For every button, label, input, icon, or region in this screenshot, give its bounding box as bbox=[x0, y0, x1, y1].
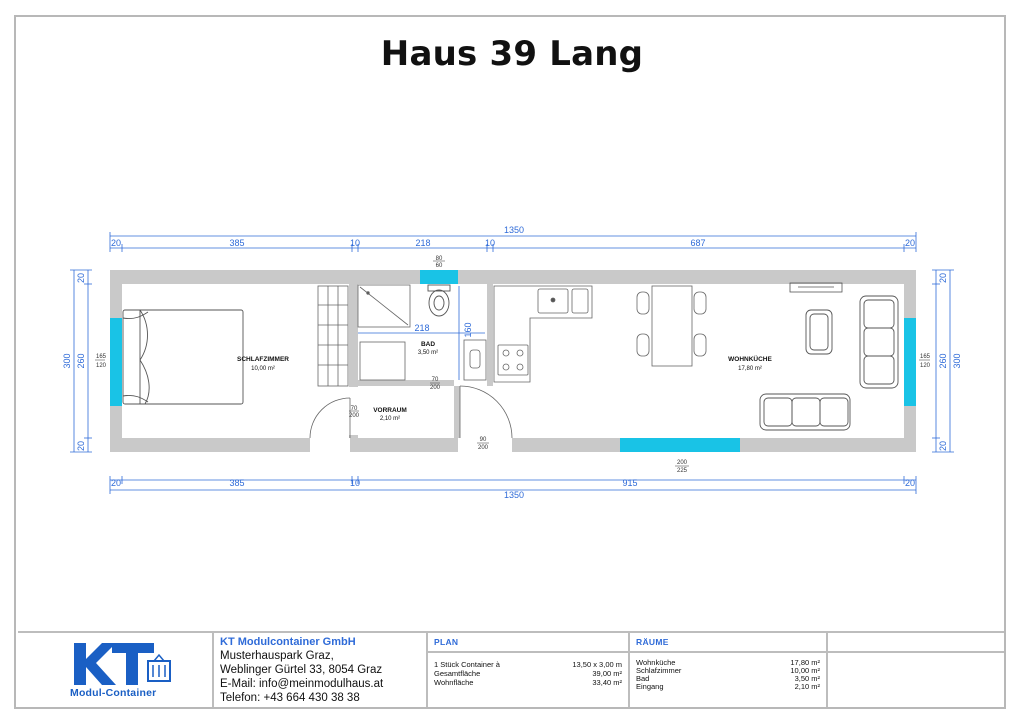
dining-set bbox=[636, 285, 707, 367]
top-dim-bedroom: 385 bbox=[229, 238, 244, 248]
room-name-vorraum: VORRAUM bbox=[373, 407, 407, 414]
sheet-frame bbox=[14, 15, 1006, 709]
vorraum-door-width: 70 bbox=[351, 406, 358, 412]
left-wall-bottom: 20 bbox=[76, 441, 86, 451]
window-patio bbox=[620, 438, 740, 452]
door-swings bbox=[309, 385, 513, 439]
right-wall-bottom: 20 bbox=[938, 441, 948, 451]
bath-dimension-lines bbox=[358, 286, 485, 380]
entrance-door-width: 90 bbox=[480, 437, 487, 443]
right-inner-dimension: 260 bbox=[938, 353, 948, 368]
page-title: Haus 39 Lang bbox=[380, 34, 644, 74]
window-bath bbox=[420, 270, 458, 284]
plan-heading: PLAN bbox=[434, 637, 459, 647]
bottom-dim-bedroom: 385 bbox=[229, 478, 244, 488]
top-dim-living: 687 bbox=[690, 238, 705, 248]
left-inner-dimension: 260 bbox=[76, 353, 86, 368]
left-window-width: 165 bbox=[96, 354, 107, 360]
left-window-height: 120 bbox=[96, 363, 107, 369]
title-block: Modul-Container KT Modulcontainer GmbH M… bbox=[18, 631, 1004, 707]
bottom-dimension-lines bbox=[109, 476, 917, 494]
right-dimension-lines bbox=[932, 269, 954, 453]
toilet bbox=[427, 284, 451, 317]
window-right bbox=[904, 318, 916, 406]
bottom-dim-wall-left: 20 bbox=[111, 478, 121, 488]
empty-cell bbox=[828, 633, 1004, 707]
bottom-dim-wall-right: 20 bbox=[905, 478, 915, 488]
room-area-bad: 3,50 m² bbox=[418, 350, 438, 356]
room-area-wohnkueche: 17,80 m² bbox=[738, 366, 762, 372]
bottom-dim-living: 915 bbox=[622, 478, 637, 488]
entrance-door-height: 200 bbox=[478, 445, 489, 451]
window-left bbox=[110, 318, 122, 406]
bottom-dim-wall: 10 bbox=[350, 478, 360, 488]
patio-window-width: 200 bbox=[677, 460, 688, 466]
bath-vanity bbox=[359, 339, 487, 381]
bath-width-dimension: 218 bbox=[414, 323, 429, 333]
walls bbox=[110, 270, 916, 452]
bed bbox=[122, 309, 244, 405]
room-area-vorraum: 2,10 m² bbox=[380, 416, 400, 422]
top-total-dimension: 1350 bbox=[504, 225, 524, 235]
top-dim-wall-right: 20 bbox=[905, 238, 915, 248]
top-dim-wall-2: 10 bbox=[485, 238, 495, 248]
bath-window-width: 80 bbox=[436, 256, 443, 262]
company-address-1: Musterhauspark Graz, bbox=[220, 650, 334, 662]
right-total-dimension: 300 bbox=[952, 353, 962, 368]
right-window-height: 120 bbox=[920, 363, 931, 369]
company-address-2: Weblinger Gürtel 33, 8054 Graz bbox=[220, 664, 383, 676]
bad-door-height: 200 bbox=[430, 385, 441, 391]
kt-logo-icon bbox=[74, 643, 171, 685]
top-dim-bath: 218 bbox=[415, 238, 430, 248]
bath-window-height: 60 bbox=[436, 263, 443, 269]
bottom-total-dimension: 1350 bbox=[504, 490, 524, 500]
room-name-schlafzimmer: SCHLAFZIMMER bbox=[237, 356, 289, 363]
room-name-bad: BAD bbox=[421, 341, 435, 348]
right-wall-top: 20 bbox=[938, 273, 948, 283]
company-cell: KT Modulcontainer GmbH Musterhauspark Gr… bbox=[214, 633, 428, 707]
top-dim-wall-left: 20 bbox=[111, 238, 121, 248]
logo-cell: Modul-Container bbox=[18, 633, 214, 707]
tv-unit bbox=[789, 282, 843, 293]
left-wall-top: 20 bbox=[76, 273, 86, 283]
right-window-width: 165 bbox=[920, 354, 931, 360]
wardrobe bbox=[317, 285, 349, 387]
raeume-heading: RÄUME bbox=[636, 637, 669, 647]
room-name-wohnkueche: WOHNKÜCHE bbox=[728, 354, 772, 363]
shower bbox=[357, 284, 411, 328]
company-phone: Telefon: +43 664 430 38 38 bbox=[220, 692, 360, 704]
vorraum-door-height: 200 bbox=[349, 413, 360, 419]
company-name: KT Modulcontainer GmbH bbox=[220, 636, 356, 648]
logo-subtitle: Modul-Container bbox=[70, 687, 157, 699]
top-dim-wall-1: 10 bbox=[350, 238, 360, 248]
company-email: E-Mail: info@meinmodulhaus.at bbox=[220, 678, 384, 690]
bath-depth-dimension: 160 bbox=[463, 322, 473, 337]
patio-window-height: 225 bbox=[677, 468, 688, 474]
left-total-dimension: 300 bbox=[62, 353, 72, 368]
kitchen-counter bbox=[493, 285, 593, 383]
top-dimension-lines bbox=[109, 232, 917, 252]
sofa-set bbox=[759, 295, 899, 431]
room-area-schlafzimmer: 10,00 m² bbox=[251, 366, 275, 372]
left-dimension-lines bbox=[70, 269, 92, 453]
bad-door-width: 70 bbox=[432, 377, 439, 383]
